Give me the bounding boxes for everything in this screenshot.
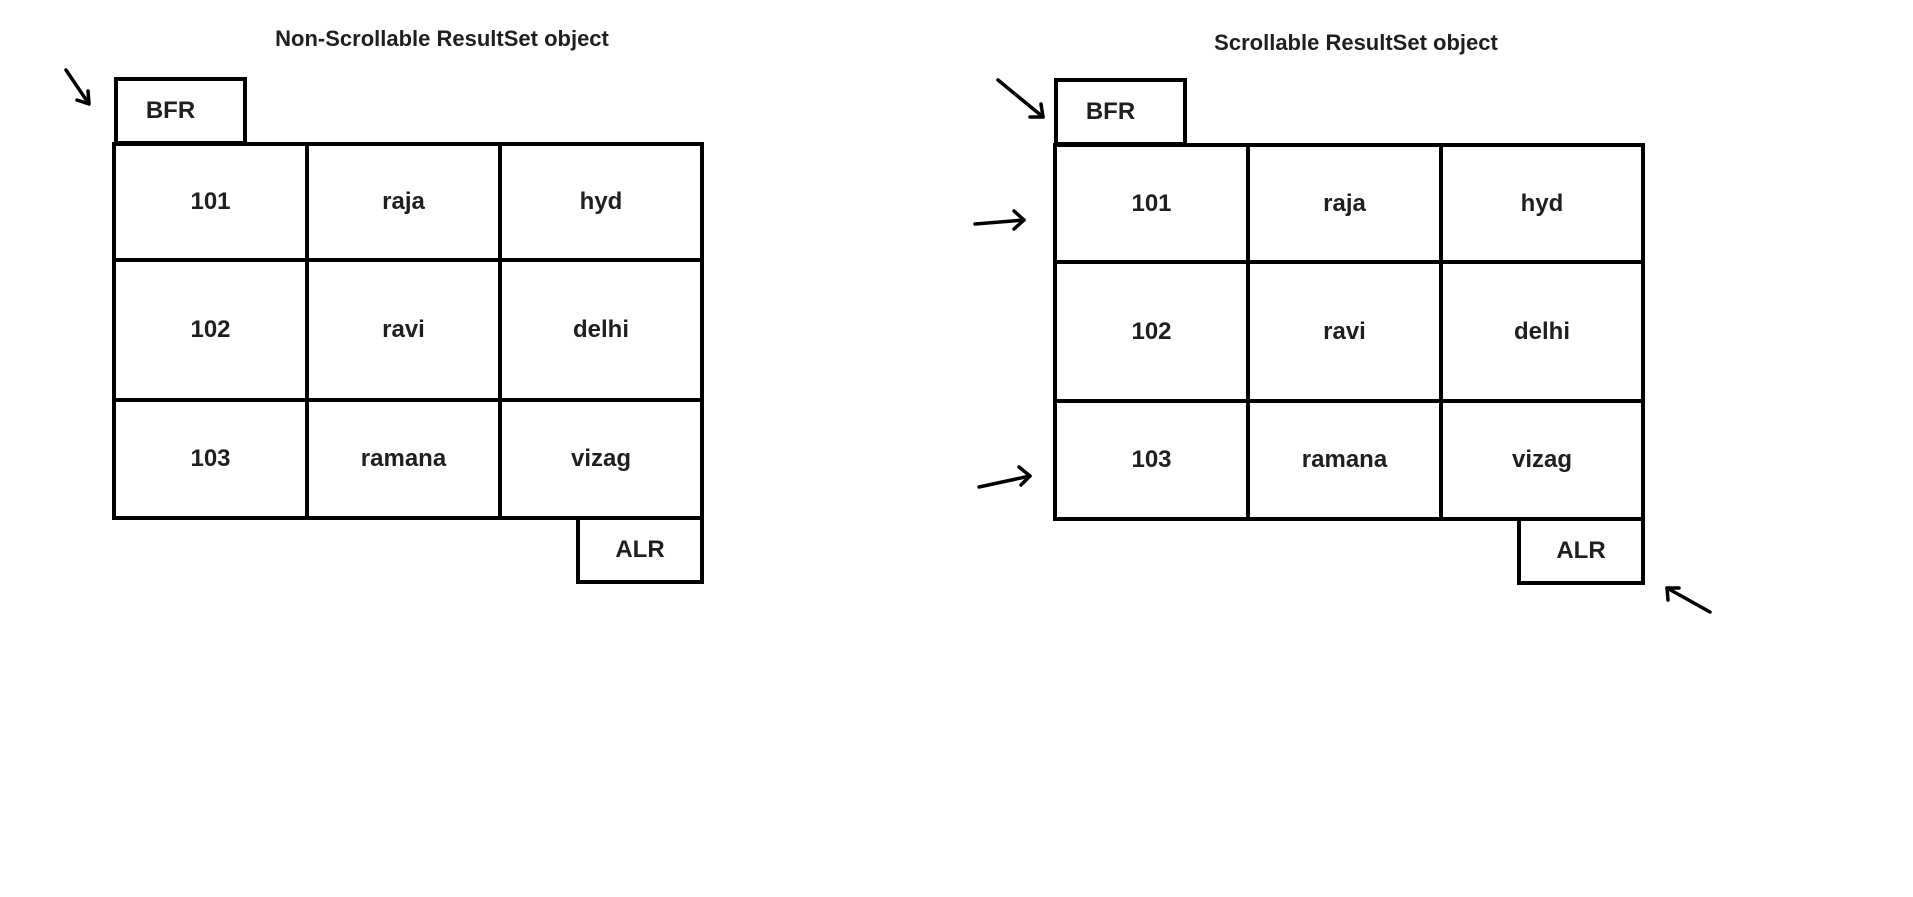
cell-value: ravi xyxy=(1323,317,1366,345)
cell-value: 101 xyxy=(190,188,231,215)
cell-value: 103 xyxy=(190,445,231,472)
cell-value: delhi xyxy=(572,316,629,343)
bfr-box: BFR xyxy=(114,77,247,145)
bfr-box: BFR xyxy=(1054,78,1187,146)
arrow-icon xyxy=(64,68,91,106)
diagram-title: Scrollable ResultSet object xyxy=(1214,30,1498,55)
table-cell: hyd xyxy=(1439,143,1645,264)
cell-value: ravi xyxy=(382,316,425,343)
cell-value: raja xyxy=(382,188,425,215)
cell-value: hyd xyxy=(579,188,623,215)
arrow-icon xyxy=(977,465,1032,489)
alr-box: ALR xyxy=(576,516,704,584)
table-cell: 103 xyxy=(1053,399,1250,521)
cell-value: 101 xyxy=(1131,189,1172,217)
table-cell: delhi xyxy=(498,258,704,402)
arrow-icon xyxy=(1665,586,1712,614)
cell-value: ramana xyxy=(360,445,447,472)
table-cell: 101 xyxy=(1053,143,1250,264)
table-cell: raja xyxy=(1246,143,1443,264)
table-cell: vizag xyxy=(1439,399,1645,521)
cell-value: 102 xyxy=(190,316,231,343)
table-cell: 103 xyxy=(112,398,309,520)
bfr-label: BFR xyxy=(145,97,196,124)
bfr-label: BFR xyxy=(1085,98,1136,125)
arrow-icon xyxy=(996,78,1045,119)
alr-label: ALR xyxy=(1556,537,1606,564)
table-cell: 101 xyxy=(112,142,309,262)
alr-label: ALR xyxy=(615,536,665,563)
table-cell: hyd xyxy=(498,142,704,262)
cell-value: delhi xyxy=(1513,317,1570,345)
cell-value: 103 xyxy=(1131,446,1172,473)
table-cell: ravi xyxy=(1246,260,1443,403)
cell-value: 102 xyxy=(1131,317,1172,345)
table-cell: ravi xyxy=(305,258,502,402)
cell-value: raja xyxy=(1323,189,1366,217)
table-cell: 102 xyxy=(112,258,309,402)
cell-value: vizag xyxy=(1511,446,1573,473)
table-cell: 102 xyxy=(1053,260,1250,403)
table-cell: delhi xyxy=(1439,260,1645,403)
cell-value: vizag xyxy=(570,445,632,472)
alr-box: ALR xyxy=(1517,517,1645,585)
cell-value: ramana xyxy=(1301,446,1388,473)
table-cell: ramana xyxy=(305,398,502,520)
arrow-icon xyxy=(973,209,1026,231)
cell-value: hyd xyxy=(1520,189,1564,217)
table-cell: ramana xyxy=(1246,399,1443,521)
diagram-title: Non-Scrollable ResultSet object xyxy=(275,26,609,51)
table-cell: vizag xyxy=(498,398,704,520)
table-cell: raja xyxy=(305,142,502,262)
